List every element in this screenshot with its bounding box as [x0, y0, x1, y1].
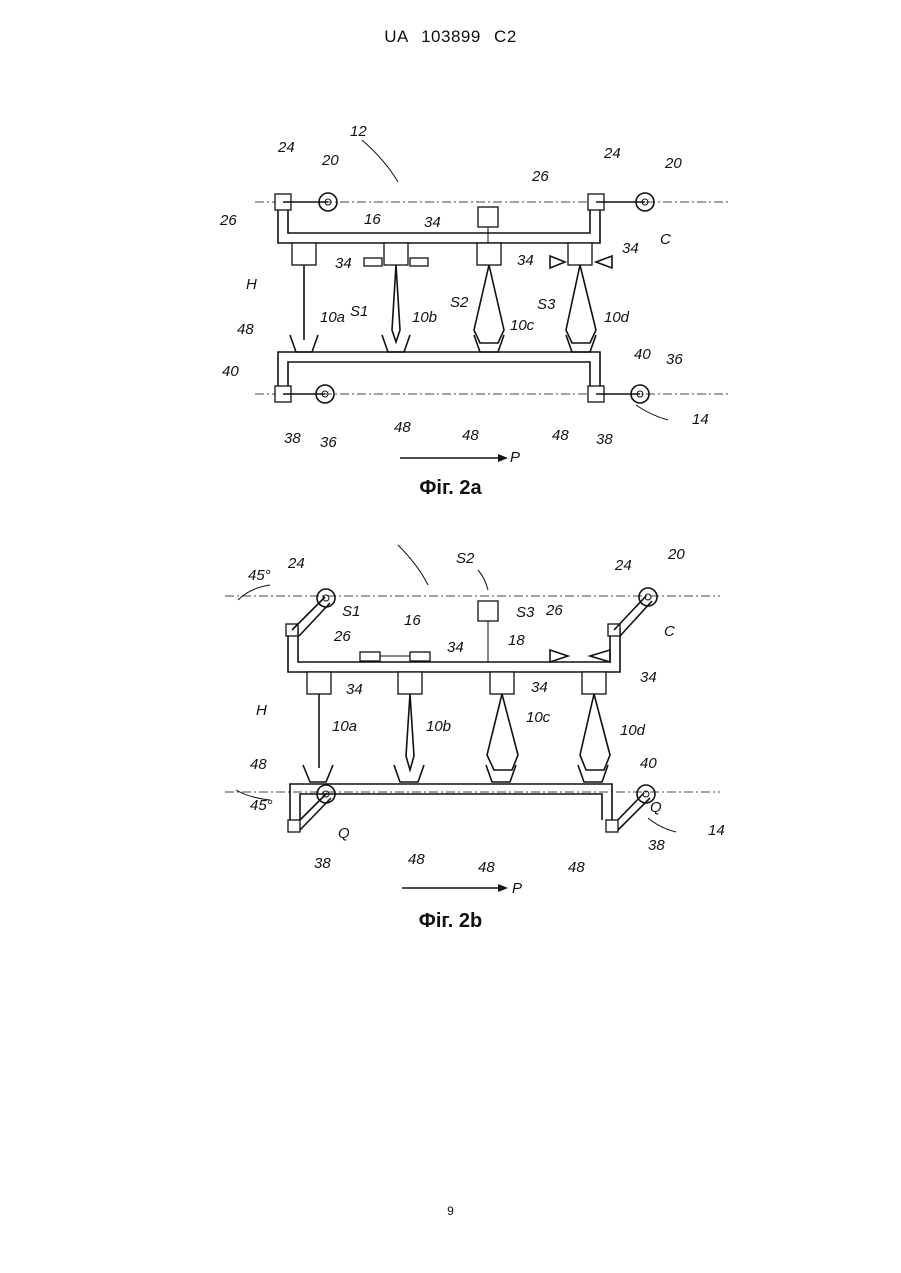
label-S2: S2: [450, 294, 469, 311]
label-18: 18: [508, 632, 525, 649]
label-10d: 10d: [620, 722, 646, 739]
label-24-left: 24: [287, 555, 305, 572]
label-S1: S1: [342, 603, 360, 620]
label-34-d: 34: [622, 240, 639, 257]
label-20-right: 20: [664, 155, 682, 172]
label-14: 14: [692, 411, 709, 428]
label-40: 40: [640, 755, 657, 772]
label-S3: S3: [516, 604, 535, 621]
figure-2b: 12 S2 24 24 20 45° S1 16 S3 26 26 34 18 …: [0, 540, 901, 1020]
label-10d: 10d: [604, 309, 630, 326]
label-48-c: 48: [568, 859, 585, 876]
label-26-left: 26: [333, 628, 351, 645]
label-26-right: 26: [531, 168, 549, 185]
label-12: 12: [377, 540, 394, 542]
label-10b: 10b: [412, 309, 437, 326]
figure-2b-caption: Фіг. 2b: [0, 910, 901, 933]
figure-2a: 12 24 20 24 20 26 26 16 34 34 34 34 C H …: [0, 110, 901, 590]
label-48-c: 48: [552, 427, 569, 444]
label-10a: 10a: [332, 718, 357, 735]
label-C: C: [664, 623, 675, 640]
label-34-top: 34: [447, 639, 464, 656]
label-34-a: 34: [424, 214, 441, 231]
label-24-right: 24: [603, 145, 621, 162]
label-Q-left: Q: [338, 825, 350, 842]
label-14: 14: [708, 822, 725, 839]
label-40-right: 40: [634, 346, 651, 363]
label-10a: 10a: [320, 309, 345, 326]
label-36-right: 36: [666, 351, 683, 368]
label-H: H: [256, 702, 267, 719]
label-Q-right: Q: [650, 799, 662, 816]
label-C: C: [660, 231, 671, 248]
label-26-right: 26: [545, 602, 563, 619]
label-45-bottom: 45°: [250, 797, 273, 814]
figure-2a-drawing: 12 24 20 24 20 26 26 16 34 34 34 34 C H …: [0, 110, 901, 480]
label-S3: S3: [537, 296, 556, 313]
label-16: 16: [404, 612, 421, 629]
label-10c: 10c: [526, 709, 551, 726]
label-34-a: 34: [346, 681, 363, 698]
figure-2b-drawing: 12 S2 24 24 20 45° S1 16 S3 26 26 34 18 …: [0, 540, 901, 900]
label-34-c: 34: [640, 669, 657, 686]
label-P: P: [512, 880, 522, 897]
label-48-b: 48: [462, 427, 479, 444]
label-48-a: 48: [394, 419, 411, 436]
label-S2: S2: [456, 550, 475, 567]
label-16: 16: [364, 211, 381, 228]
label-10b: 10b: [426, 718, 451, 735]
label-20-left: 20: [321, 152, 339, 169]
label-10c: 10c: [510, 317, 535, 334]
label-P: P: [510, 449, 520, 466]
label-26-left: 26: [219, 212, 237, 229]
label-40-left: 40: [222, 363, 239, 380]
label-48-top: 48: [250, 756, 267, 773]
label-38-left: 38: [314, 855, 331, 872]
label-34-b: 34: [531, 679, 548, 696]
label-38-right: 38: [596, 431, 613, 448]
label-48-a: 48: [408, 851, 425, 868]
label-36-left: 36: [320, 434, 337, 451]
label-38-right: 38: [648, 837, 665, 854]
label-45-top: 45°: [248, 567, 271, 584]
label-34-b: 34: [335, 255, 352, 272]
label-20: 20: [667, 546, 685, 563]
patent-header: UA 103899 C2: [0, 27, 901, 47]
label-48-b: 48: [478, 859, 495, 876]
label-38-left: 38: [284, 430, 301, 447]
label-12: 12: [350, 123, 367, 140]
label-34-c: 34: [517, 252, 534, 269]
label-H: H: [246, 276, 257, 293]
page-number: 9: [0, 1204, 901, 1218]
label-48-top: 48: [237, 321, 254, 338]
label-24-left: 24: [277, 139, 295, 156]
label-24-right: 24: [614, 557, 632, 574]
figure-2a-caption: Фіг. 2а: [0, 477, 901, 500]
label-S1: S1: [350, 303, 368, 320]
